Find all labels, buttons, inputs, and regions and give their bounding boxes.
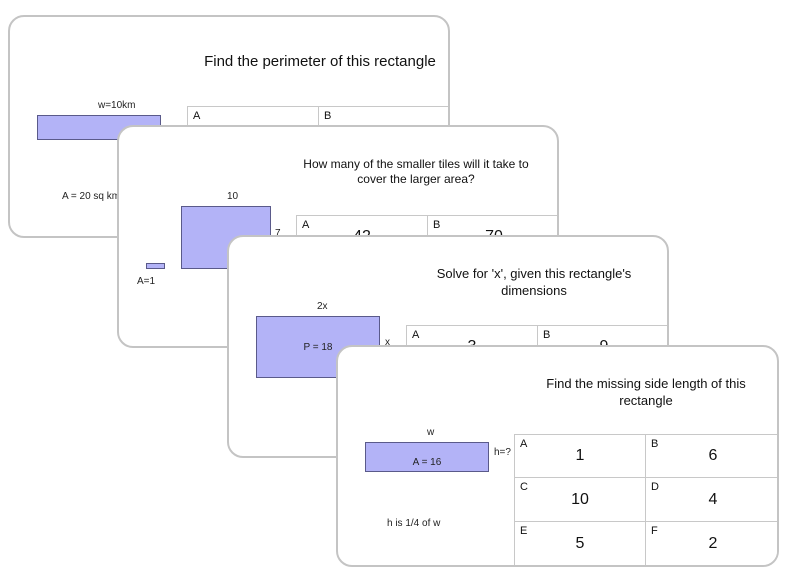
question-text: Find the perimeter of this rectangle (204, 53, 436, 70)
option-key: B (433, 219, 441, 231)
question-card-4[interactable]: Find the missing side length of this rec… (336, 345, 779, 567)
option-key: A (193, 110, 201, 122)
answer-option-a[interactable]: A 1 (514, 434, 646, 478)
option-value: 1 (575, 447, 585, 464)
option-key: B (324, 110, 332, 122)
width-label: w=10km (98, 100, 136, 111)
answer-option-d[interactable]: D 4 (645, 477, 777, 522)
option-key: A (412, 329, 420, 341)
small-tile-label: A=1 (137, 276, 156, 287)
area-note: A = 20 sq km (62, 191, 121, 202)
width-label: 10 (227, 191, 239, 202)
answer-option-f[interactable]: F 2 (645, 521, 777, 565)
width-label: 2x (317, 301, 328, 312)
option-key: A (520, 438, 528, 450)
answer-option-b[interactable]: B 6 (645, 434, 777, 478)
width-label: w (427, 427, 435, 438)
option-key: C (520, 481, 528, 493)
option-key: E (520, 525, 528, 537)
option-key: B (651, 438, 659, 450)
question-text: Find the missing side length of this rec… (546, 376, 746, 408)
height-label: x (385, 337, 390, 348)
option-key: F (651, 525, 658, 537)
hint-note: h is 1/4 of w (387, 518, 441, 529)
option-key: A (302, 219, 310, 231)
option-key: B (543, 329, 551, 341)
option-value: 6 (708, 447, 718, 464)
option-value: 10 (571, 491, 589, 508)
height-label: 7 (275, 228, 281, 239)
question-text: How many of the smaller tiles will it ta… (303, 157, 529, 186)
option-value: 2 (708, 535, 718, 552)
small-tile (146, 263, 165, 269)
rectangle-figure: A = 16 (365, 442, 489, 472)
height-label: h=? (494, 447, 511, 458)
answer-option-e[interactable]: E 5 (514, 521, 646, 565)
option-key: D (651, 481, 659, 493)
question-text: Solve for 'x', given this rectangle's di… (436, 266, 632, 298)
option-value: 5 (575, 535, 585, 552)
option-value: 4 (708, 491, 718, 508)
answer-option-c[interactable]: C 10 (514, 477, 646, 522)
